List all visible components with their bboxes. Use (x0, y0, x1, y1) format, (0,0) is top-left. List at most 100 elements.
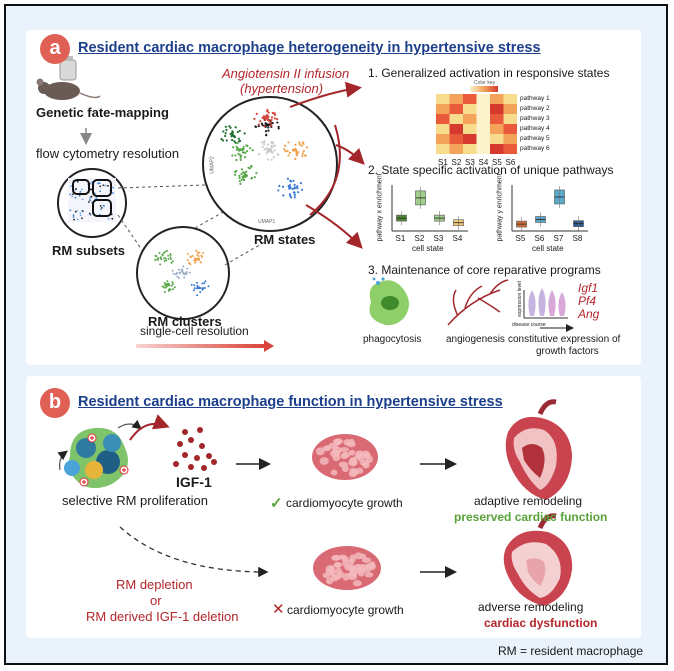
flow-cytometry-plot (57, 168, 127, 238)
single-cell-arrow (136, 344, 266, 348)
heatmap-cell (463, 134, 477, 144)
heatmap-col-label: S4 (478, 158, 489, 167)
heatmap-cell (490, 134, 504, 144)
phagocytosis-icon (369, 277, 409, 326)
gene-ang: Ang (578, 307, 600, 321)
box-tick-label: S2 (414, 234, 425, 243)
heatmap-cell (449, 124, 463, 134)
heatmap-cell (503, 114, 517, 124)
heatmap-cell (436, 134, 450, 144)
heatmap-cell (449, 144, 463, 154)
heatmap-cell (490, 124, 504, 134)
angiotensin-label: Angiotensin II infusion (222, 66, 350, 81)
heatmap-cell (436, 104, 450, 114)
rm-states-umap (202, 96, 338, 232)
step3-label: 3. Maintenance of core reparative progra… (368, 263, 601, 277)
box-tick-label: S6 (534, 234, 545, 243)
flow-cytometry-label: flow cytometry resolution (36, 146, 180, 161)
box-tick-label: S5 (515, 234, 526, 243)
box-ylabel: pathway x enrichment (376, 173, 384, 242)
dysfunction-label: cardiac dysfunction (484, 616, 598, 630)
igf-1-molecules (173, 427, 217, 471)
heatmap-row-label: pathway 6 (520, 145, 550, 152)
arrow-to-step3 (305, 204, 363, 249)
badge-b: b (40, 388, 70, 418)
heatmap-col-label: S3 (465, 158, 475, 167)
fate-mapping-label: Genetic fate-mapping (36, 105, 169, 120)
heatmap-cell (436, 144, 450, 154)
heatmap-cell (436, 124, 450, 134)
angiogenesis-label: angiogenesis (446, 334, 505, 345)
heatmap-cell (503, 104, 517, 114)
hypertension-label: (hypertension) (240, 81, 324, 96)
heatmap-cell (449, 94, 463, 104)
arrow-to-step1 (289, 81, 362, 108)
myocardium-tissue-top (312, 434, 378, 480)
box-xlabel: cell state (532, 244, 564, 253)
heatmap-col-label: S6 (505, 158, 516, 167)
heatmap-row-label: pathway 2 (520, 105, 550, 112)
boxplot-left (391, 185, 468, 232)
footer-legend: RM = resident macrophage (498, 644, 644, 658)
rm-states-label: RM states (254, 232, 316, 247)
box-xlabel: cell state (412, 244, 444, 253)
heart-adaptive-icon (505, 399, 572, 500)
heatmap-cell (476, 114, 490, 124)
step1-label: 1. Generalized activation in responsive … (368, 66, 610, 80)
violin-plot (523, 288, 574, 332)
heatmap-cell (503, 134, 517, 144)
growth-label-top: cardiomyocyte growth (286, 496, 403, 510)
heatmap-row-label: pathway 1 (520, 95, 550, 102)
color-key-bar (470, 86, 498, 92)
boxplot-right (511, 185, 588, 232)
igf-1-label: IGF-1 (176, 474, 212, 490)
secretion-arrow (129, 414, 170, 441)
panel-a (26, 30, 641, 365)
rm-depletion-label: RM depletion (116, 577, 193, 592)
mouse-icon (36, 56, 101, 100)
or-label: or (150, 593, 162, 608)
rm-subsets-label: RM subsets (52, 243, 125, 258)
heatmap-row-label: pathway 5 (520, 135, 550, 142)
heatmap-cell (476, 124, 490, 134)
heatmap-row-label: pathway 3 (520, 115, 550, 122)
preserved-label: preserved cardiac function (454, 510, 608, 524)
heatmap-row-label: pathway 4 (520, 125, 550, 132)
check-icon: ✓ (270, 495, 283, 512)
heart-adverse-icon (503, 513, 573, 606)
umap-x-label: UMAP1 (258, 219, 276, 225)
rm-clusters-umap (136, 226, 230, 320)
heatmap-cell (503, 94, 517, 104)
heatmap-cell (463, 114, 477, 124)
heatmap-col-label: S2 (451, 158, 462, 167)
adverse-label: adverse remodeling (478, 600, 584, 614)
heatmap-cell (463, 94, 477, 104)
box-ylabel: pathway y enrichment (496, 173, 504, 242)
panel-a-title: Resident cardiac macrophage heterogeneit… (78, 40, 541, 56)
heatmap (436, 94, 517, 154)
heatmap-cell (476, 94, 490, 104)
violin-xlabel: disease course (512, 322, 546, 328)
panel-b-title: Resident cardiac macrophage function in … (78, 394, 503, 410)
heatmap-cell (476, 104, 490, 114)
single-cell-label: single-cell resolution (140, 324, 249, 338)
box-tick-label: S8 (572, 234, 583, 243)
heatmap-cell (476, 144, 490, 154)
adaptive-label: adaptive remodeling (474, 494, 583, 508)
heatmap-cell (463, 144, 477, 154)
rm-clusters-label: RM clusters (148, 314, 222, 329)
heatmap-cell (490, 114, 504, 124)
umap-y-label: UMAP2 (209, 156, 216, 174)
heatmap-cell (436, 94, 450, 104)
heatmap-cell (449, 104, 463, 114)
growth-label-bottom: cardiomyocyte growth (287, 603, 404, 617)
igf-deletion-label: RM derived IGF-1 deletion (86, 609, 239, 624)
growth-factors-line2: growth factors (536, 346, 599, 357)
box-tick-label: S4 (452, 234, 463, 243)
heatmap-cell (463, 104, 477, 114)
box-tick-label: S1 (395, 234, 406, 243)
box-tick-label: S3 (433, 234, 444, 243)
heatmap-cell (449, 134, 463, 144)
heatmap-cell (463, 124, 477, 134)
